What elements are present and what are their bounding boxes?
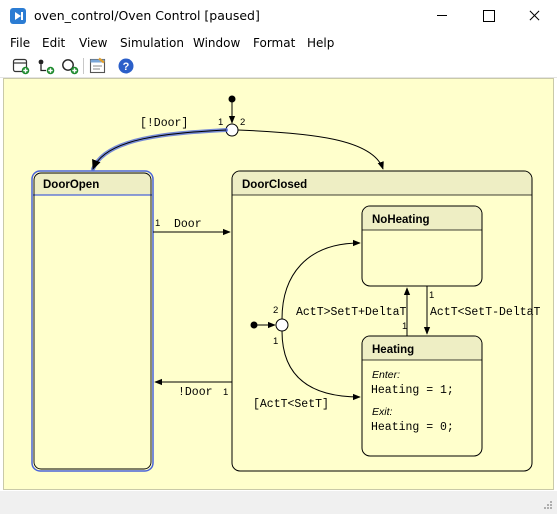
priority-vertical-1-top: 1 <box>429 290 434 301</box>
app-icon <box>10 8 26 24</box>
menu-format[interactable]: Format <box>253 36 296 50</box>
menu-window[interactable]: Window <box>193 36 241 50</box>
edit-properties-icon[interactable] <box>89 57 107 75</box>
menu-edit[interactable]: Edit <box>42 36 66 50</box>
add-junction-icon[interactable] <box>61 57 79 75</box>
priority-door-1: 1 <box>155 218 160 229</box>
label-act-gt[interactable]: ActT>SetT+DeltaT <box>296 306 407 319</box>
label-door[interactable]: Door <box>174 218 202 231</box>
label-not-door-bottom[interactable]: !Door <box>178 386 213 399</box>
menu-help[interactable]: Help <box>307 36 335 50</box>
label-act-lt-sett[interactable]: [ActT<SetT] <box>253 398 329 411</box>
status-bar <box>0 491 557 514</box>
state-no-heating-title: NoHeating <box>372 214 430 226</box>
heating-enter-action: Heating = 1; <box>371 384 454 397</box>
transition-junction-to-door-closed[interactable] <box>237 129 384 170</box>
transition-act-lt-sett[interactable] <box>281 330 361 401</box>
state-door-open[interactable]: DoorOpen <box>31 170 154 472</box>
svg-text:?: ? <box>123 61 130 73</box>
heating-exit-label: Exit: <box>372 406 393 418</box>
heating-enter-label: Enter: <box>372 369 400 381</box>
priority-top-2: 2 <box>240 117 245 128</box>
priority-not-door-1: 1 <box>223 387 228 398</box>
priority-vertical-1-bottom: 1 <box>402 321 407 332</box>
junction-inner[interactable] <box>275 318 289 332</box>
priority-inner-2: 2 <box>273 305 278 316</box>
window-title: oven_control/Oven Control [paused] <box>34 8 260 23</box>
minimize-button[interactable] <box>419 0 465 32</box>
menu-simulation[interactable]: Simulation <box>120 36 184 50</box>
default-transition-inner[interactable] <box>250 321 276 329</box>
menu-bar: File Edit View Simulation Window Format … <box>0 32 557 54</box>
priority-inner-1: 1 <box>273 336 278 347</box>
state-door-closed-title: DoorClosed <box>242 179 307 191</box>
toolbar: ? <box>0 54 557 78</box>
close-button[interactable] <box>511 0 557 32</box>
maximize-button[interactable] <box>465 0 511 32</box>
transition-junction-to-no-heating[interactable] <box>281 239 361 320</box>
help-icon[interactable]: ? <box>117 57 135 75</box>
new-state-icon[interactable] <box>12 57 30 75</box>
toolbar-separator <box>83 58 84 74</box>
state-no-heating[interactable]: NoHeating <box>361 205 483 287</box>
menu-file[interactable]: File <box>10 36 31 50</box>
label-not-door-top[interactable]: [!Door] <box>140 117 188 130</box>
diagram-canvas[interactable]: DoorOpen DoorClosed NoHeating Heating En… <box>3 78 554 490</box>
resize-grip-icon[interactable] <box>543 500 553 510</box>
menu-view[interactable]: View <box>79 36 108 50</box>
label-act-lt-delta[interactable]: ActT<SetT-DeltaT <box>430 306 541 319</box>
priority-top-1: 1 <box>218 117 223 128</box>
state-door-open-title: DoorOpen <box>43 179 99 191</box>
transition-not-door-top[interactable] <box>91 128 228 171</box>
add-transition-icon[interactable] <box>37 57 55 75</box>
title-bar: oven_control/Oven Control [paused] <box>0 0 557 32</box>
default-transition-top[interactable] <box>228 95 236 124</box>
heating-exit-action: Heating = 0; <box>371 421 454 434</box>
state-heating-title: Heating <box>372 344 414 356</box>
state-heating[interactable]: Heating Enter: Heating = 1; Exit: Heatin… <box>361 335 483 457</box>
